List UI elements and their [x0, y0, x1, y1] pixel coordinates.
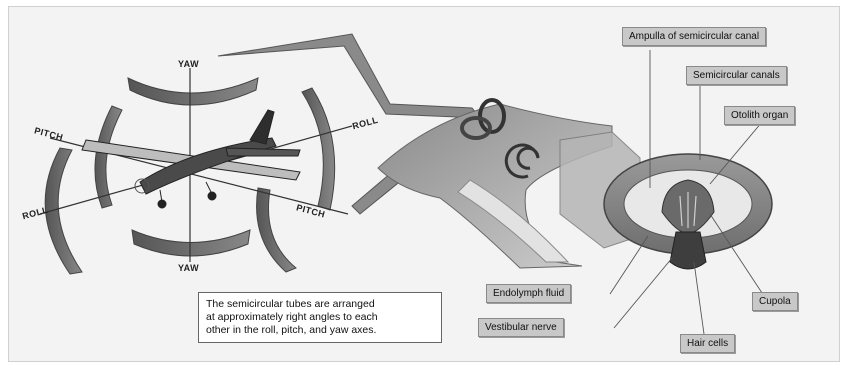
hair-cells-callout: Hair cells [680, 334, 735, 353]
ampulla-magnified [604, 154, 772, 269]
otolith-organ-callout: Otolith organ [724, 106, 795, 125]
yaw-top-arc [128, 78, 258, 105]
airplane-stabilizer [226, 148, 300, 156]
leader-vestibular-nerve [614, 258, 672, 328]
pitch-right-arc [257, 188, 296, 272]
semicircular-canals-callout: Semicircular canals [686, 66, 787, 85]
endolymph-fluid-callout: Endolymph fluid [486, 284, 571, 303]
leader-endolymph [610, 236, 648, 294]
yaw-top-label: YAW [178, 59, 199, 69]
leader-hair-cells [694, 262, 704, 334]
caption-box: The semicircular tubes are arranged at a… [198, 292, 442, 343]
vestibular-nerve-callout: Vestibular nerve [478, 318, 564, 337]
yaw-bottom-arc [132, 230, 250, 256]
pointer-wedge-upper [218, 34, 480, 118]
cupola-callout: Cupola [752, 292, 798, 311]
ampulla-callout: Ampulla of semicircular canal [622, 27, 766, 46]
roll-left-arc [95, 106, 122, 208]
roll-right-arc [302, 88, 335, 210]
hair-cell-base [670, 232, 706, 269]
yaw-bottom-label: YAW [178, 263, 199, 273]
